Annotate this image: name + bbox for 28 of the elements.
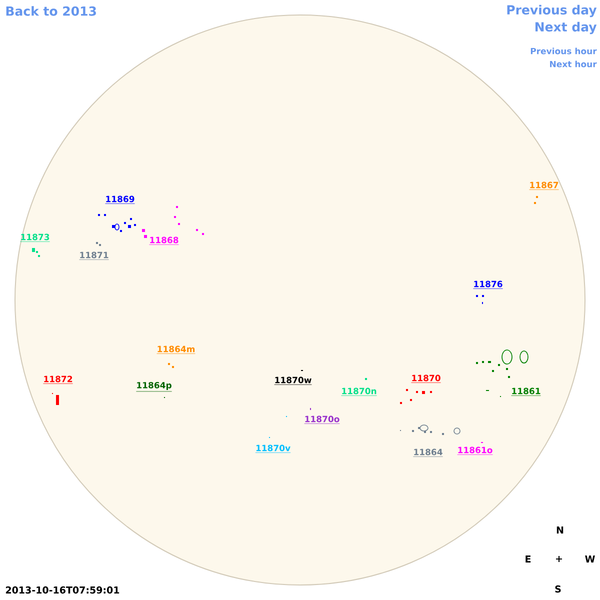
compass-label: S <box>555 585 561 593</box>
center-cross: + <box>556 556 562 562</box>
region-label: 11867 <box>529 182 559 190</box>
region-label: 11861 <box>511 388 541 396</box>
region-label: 11870w <box>274 376 312 385</box>
region-label: 11864 <box>413 448 443 457</box>
nav-link: Next hour <box>550 60 597 68</box>
region-label: 11869 <box>105 196 135 204</box>
nav-link: Next day <box>535 22 597 34</box>
region-label: 11861o <box>457 446 493 455</box>
nav-link: Previous day <box>507 4 597 18</box>
region-label: 11876 <box>473 280 503 289</box>
nav-link: Back to 2013 <box>6 6 96 16</box>
timestamp: 2013-10-16T07:59:01 <box>6 586 120 594</box>
compass-label: N <box>556 526 564 534</box>
region-label: 11870o <box>304 416 340 424</box>
region-label: 11870v <box>255 444 291 453</box>
compass-label: W <box>585 556 595 562</box>
region-label: 11873 <box>20 234 50 242</box>
region-label: 11870 <box>411 374 441 383</box>
region-label: 11872 <box>43 376 73 384</box>
region-label: 11864m <box>156 346 196 354</box>
region-label: 11864p <box>136 382 172 392</box>
region-label: 11870n <box>341 388 378 396</box>
nav-link: Previous hour <box>530 48 597 54</box>
region-label: 11871 <box>79 252 109 260</box>
region-label: 11868 <box>149 236 179 245</box>
compass-label: E <box>526 556 531 562</box>
